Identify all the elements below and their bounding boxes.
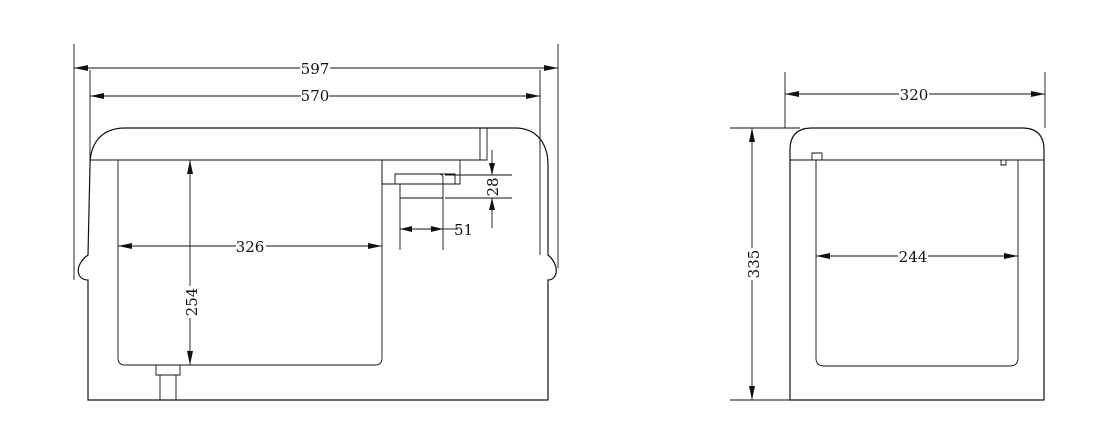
side-inner-compartment: [117, 160, 383, 366]
dim-step-height: 28: [445, 150, 512, 228]
dim-step-width-label: 51: [454, 221, 473, 239]
dim-inner-height: 254: [181, 160, 201, 365]
end-lid-notch-left: [811, 152, 823, 160]
side-drain-plug: [155, 365, 181, 400]
side-compressor-step-inner: [394, 173, 456, 184]
dim-overall-width: 320: [785, 85, 1045, 104]
dim-inner-height-label: 254: [183, 288, 201, 317]
end-lid-notch-right: [1000, 160, 1007, 166]
dim-overall-height-label: 335: [745, 250, 763, 279]
side-compressor-bump: [399, 173, 444, 199]
end-body-outline: [789, 127, 1045, 401]
dim-inner-width: 244: [816, 247, 1018, 266]
dim-inner-length-label: 326: [236, 238, 265, 256]
dim-step-height-label: 28: [484, 177, 502, 196]
dim-step-width: 51: [399, 198, 473, 250]
dim-overall-width-label: 320: [900, 86, 929, 104]
dim-body-length-label: 570: [301, 87, 330, 105]
side-compressor-step: [381, 160, 461, 185]
end-view: 320 335 244: [730, 72, 1046, 401]
side-body-outline: [77, 127, 557, 401]
side-lid-line: [90, 128, 481, 161]
dim-inner-length: 326: [118, 237, 382, 256]
dim-overall-length: 597: [74, 59, 558, 78]
end-inner-cavity: [815, 160, 1019, 367]
dim-overall-length-label: 597: [301, 60, 330, 78]
side-view: 597 570 326 254: [73, 44, 559, 401]
dim-overall-height: 335: [743, 128, 763, 400]
dim-body-length: 570: [90, 87, 540, 105]
dim-inner-width-label: 244: [899, 248, 928, 266]
side-lid-step: [480, 128, 488, 161]
